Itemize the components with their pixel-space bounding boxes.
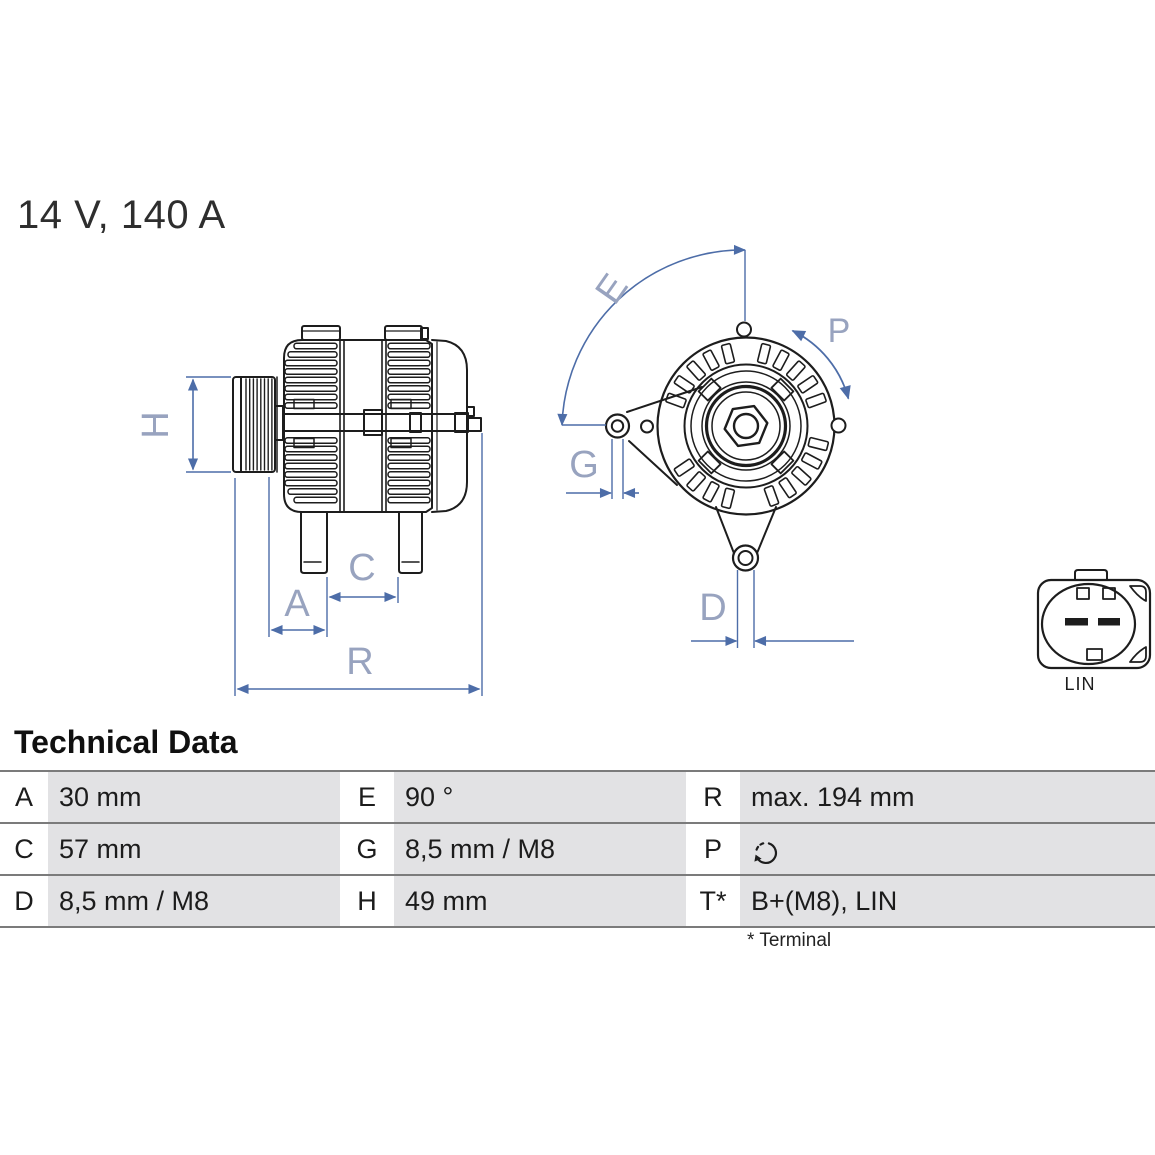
dimension-label-G: G — [569, 444, 599, 486]
top-ear-hole — [736, 321, 752, 338]
dim-key: C — [14, 834, 34, 864]
side-view — [232, 325, 482, 574]
dimension-H — [186, 376, 231, 473]
dimension-C — [328, 577, 399, 603]
dim-key: H — [357, 886, 377, 916]
dimension-label-D: D — [699, 587, 726, 629]
dim-key: P — [703, 834, 722, 864]
dim-value: 49 mm — [394, 876, 686, 926]
stator-tabs — [697, 377, 795, 475]
connector-pin-right — [1098, 618, 1120, 626]
dim-value: B+(M8), LIN — [740, 876, 1155, 926]
dim-key: D — [14, 886, 34, 916]
rotation-direction-cell — [740, 824, 1155, 874]
dimension-label-A: A — [284, 583, 310, 625]
technical-data-heading: Technical Data — [14, 724, 238, 760]
dimension-label-R: R — [346, 641, 373, 683]
dim-key: A — [14, 782, 33, 812]
dim-value: 90 ° — [394, 772, 686, 822]
dim-key: E — [357, 782, 376, 812]
dimension-A — [268, 477, 328, 637]
rotation-direction-arc — [791, 329, 851, 400]
dimension-label-C: C — [348, 547, 375, 589]
dimension-D — [691, 570, 854, 648]
housing — [283, 325, 482, 513]
terminal-footnote: * Terminal — [747, 930, 832, 951]
connector-pin-left — [1065, 618, 1088, 626]
bottom-mounting-ear — [715, 506, 777, 572]
dimension-label-E: E — [588, 267, 637, 312]
table-row: D 8,5 mm / M8 H 49 mm T* B+(M8), LIN — [0, 876, 1155, 928]
dimension-label-P: P — [828, 312, 851, 350]
dim-value: 8,5 mm / M8 — [394, 824, 686, 874]
dim-value: 8,5 mm / M8 — [48, 876, 340, 926]
table-row: A 30 mm E 90 ° R max. 194 mm — [0, 772, 1155, 824]
dim-key: R — [703, 782, 723, 812]
dimension-R — [234, 433, 483, 696]
dim-key: G — [356, 834, 378, 864]
dimension-G — [566, 439, 639, 499]
rating-title: 14 V, 140 A — [17, 193, 226, 237]
dim-value: max. 194 mm — [740, 772, 1155, 822]
table-row: C 57 mm G 8,5 mm / M8 P — [0, 824, 1155, 876]
dim-key: T* — [699, 886, 727, 916]
technical-data-table: A 30 mm E 90 ° R max. 194 mm C 57 mm G 8… — [0, 770, 1155, 928]
connector-tab — [1074, 569, 1108, 580]
front-view-dimensions — [557, 244, 854, 648]
connector-label: LIN — [1064, 674, 1095, 694]
vent-slots — [664, 342, 830, 510]
dim-value: 30 mm — [48, 772, 340, 822]
mounting-feet — [300, 511, 423, 574]
shaft-nut — [723, 404, 769, 448]
front-view — [604, 321, 847, 572]
cooling-fins — [284, 342, 431, 504]
right-ear-hole — [830, 417, 847, 434]
side-view-dimensions — [186, 376, 483, 696]
pulley — [232, 376, 284, 473]
dimension-label-H: H — [135, 411, 177, 438]
counterclockwise-rotation-icon — [754, 842, 778, 865]
dim-value: 57 mm — [48, 824, 340, 874]
dimension-E — [557, 244, 746, 426]
lin-connector — [1036, 569, 1152, 670]
